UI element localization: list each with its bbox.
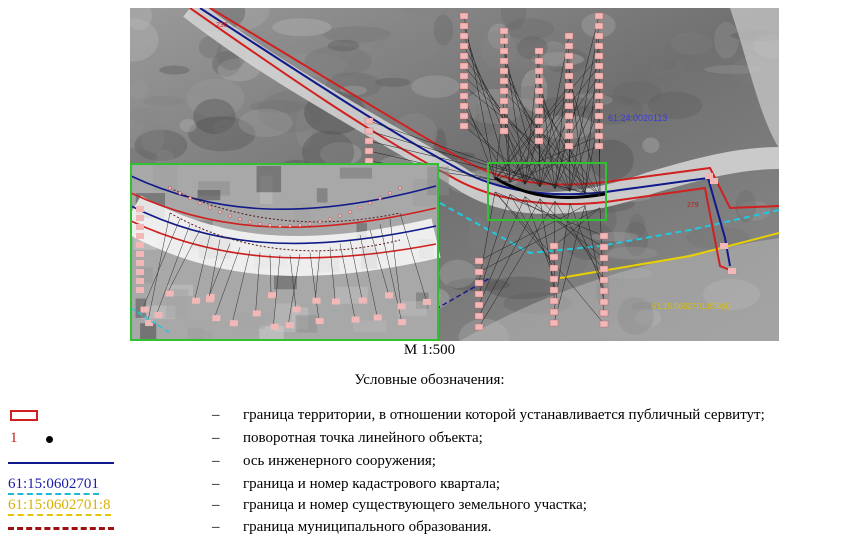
map-canvas: 230 279 61:24:0020113 61:15:0602701:839(… (130, 8, 779, 341)
land-plot-label: 61:15:0602701:8 (8, 497, 111, 516)
map-scale: М 1:500 (403, 342, 456, 358)
right-field-bright (730, 8, 779, 148)
legend-dash: – (212, 407, 220, 423)
legend-text: граница муниципального образования. (243, 519, 492, 535)
legend-dash: – (212, 476, 220, 492)
cadastral-quarter-label: 61:15:0602701 (8, 476, 99, 495)
blue-line-icon (8, 462, 114, 464)
legend-text: граница и номер кадастрового квартала; (243, 476, 501, 492)
red-rectangle-icon (10, 410, 38, 421)
point-dot-icon (46, 436, 53, 443)
point-labels (364, 12, 736, 331)
legend-item-servitude: – граница территории, в отношении которо… (0, 407, 859, 429)
legend-dash: – (212, 497, 220, 513)
legend-item-municipal: – граница муниципального образования. (0, 519, 859, 541)
legend-text: поворотная точка линейного объекта; (243, 430, 483, 446)
municipal-boundary (379, 277, 491, 341)
legend-dash: – (212, 430, 220, 446)
legend-dash: – (212, 519, 220, 535)
point-callout-lines (368, 15, 605, 328)
legend-text: граница и номер существующего земельного… (243, 497, 587, 513)
legend-item-land-plot: 61:15:0602701:8 – граница и номер сущест… (0, 497, 859, 519)
point-label-start: 230 (216, 22, 228, 29)
structure-axis (199, 8, 731, 267)
legend-item-point: 1 – поворотная точка линейного объекта; (0, 430, 859, 452)
lower-field-bright (460, 238, 779, 341)
point-label-end: 279 (687, 202, 699, 209)
legend-title: Условные обозначения: (354, 372, 505, 388)
legend-item-axis: – ось инженерного сооружения; (0, 453, 859, 475)
legend-text: граница территории, в отношении которой … (243, 407, 765, 423)
inset-zoom-panel (130, 163, 449, 341)
curve-highlight-frame (487, 162, 607, 221)
municipal-dash-icon (8, 527, 114, 530)
servitude-boundary-lower (189, 8, 731, 271)
parcel-label-upper: 61:24:0020113 (608, 113, 667, 123)
map-view[interactable]: 230 279 61:24:0020113 61:15:0602701:839(… (130, 8, 779, 341)
parcel-label-lower: 61:15:0602701:839(4) (652, 302, 731, 311)
legend-text: ось инженерного сооружения; (243, 453, 436, 469)
point-number-label: 1 (10, 430, 18, 446)
legend-dash: – (212, 453, 220, 469)
legend-item-cadastral-quarter: 61:15:0602701 – граница и номер кадастро… (0, 476, 859, 498)
curve-section (494, 176, 606, 199)
